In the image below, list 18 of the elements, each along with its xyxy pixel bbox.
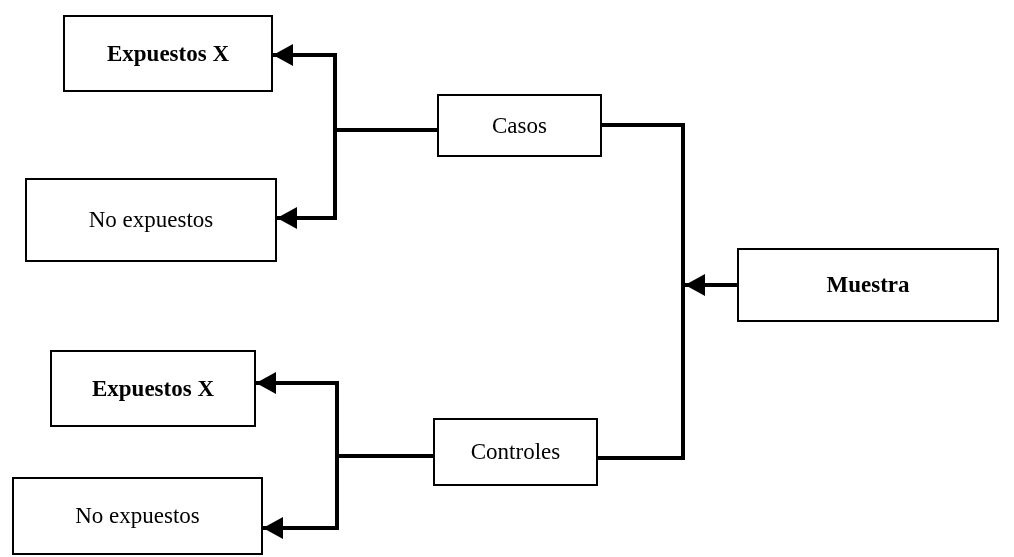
box-label: Casos [492, 112, 547, 139]
arrow [277, 128, 437, 229]
box-label: Muestra [826, 272, 910, 298]
process-box [433, 418, 598, 486]
box-label: Expuestos X [91, 375, 215, 402]
process-box [437, 94, 602, 157]
box-label: No expuestos [75, 503, 200, 529]
arrow [685, 274, 737, 296]
process-box [50, 350, 256, 427]
box-label: No expuestos [88, 207, 214, 233]
process-box [737, 248, 999, 322]
process-box [12, 477, 263, 555]
junction-bar [681, 123, 685, 460]
process-box [63, 15, 273, 92]
arrow [263, 454, 433, 539]
box-label: Controles [470, 439, 561, 465]
process-box [25, 178, 277, 262]
box-label: Expuestos X [106, 40, 230, 67]
